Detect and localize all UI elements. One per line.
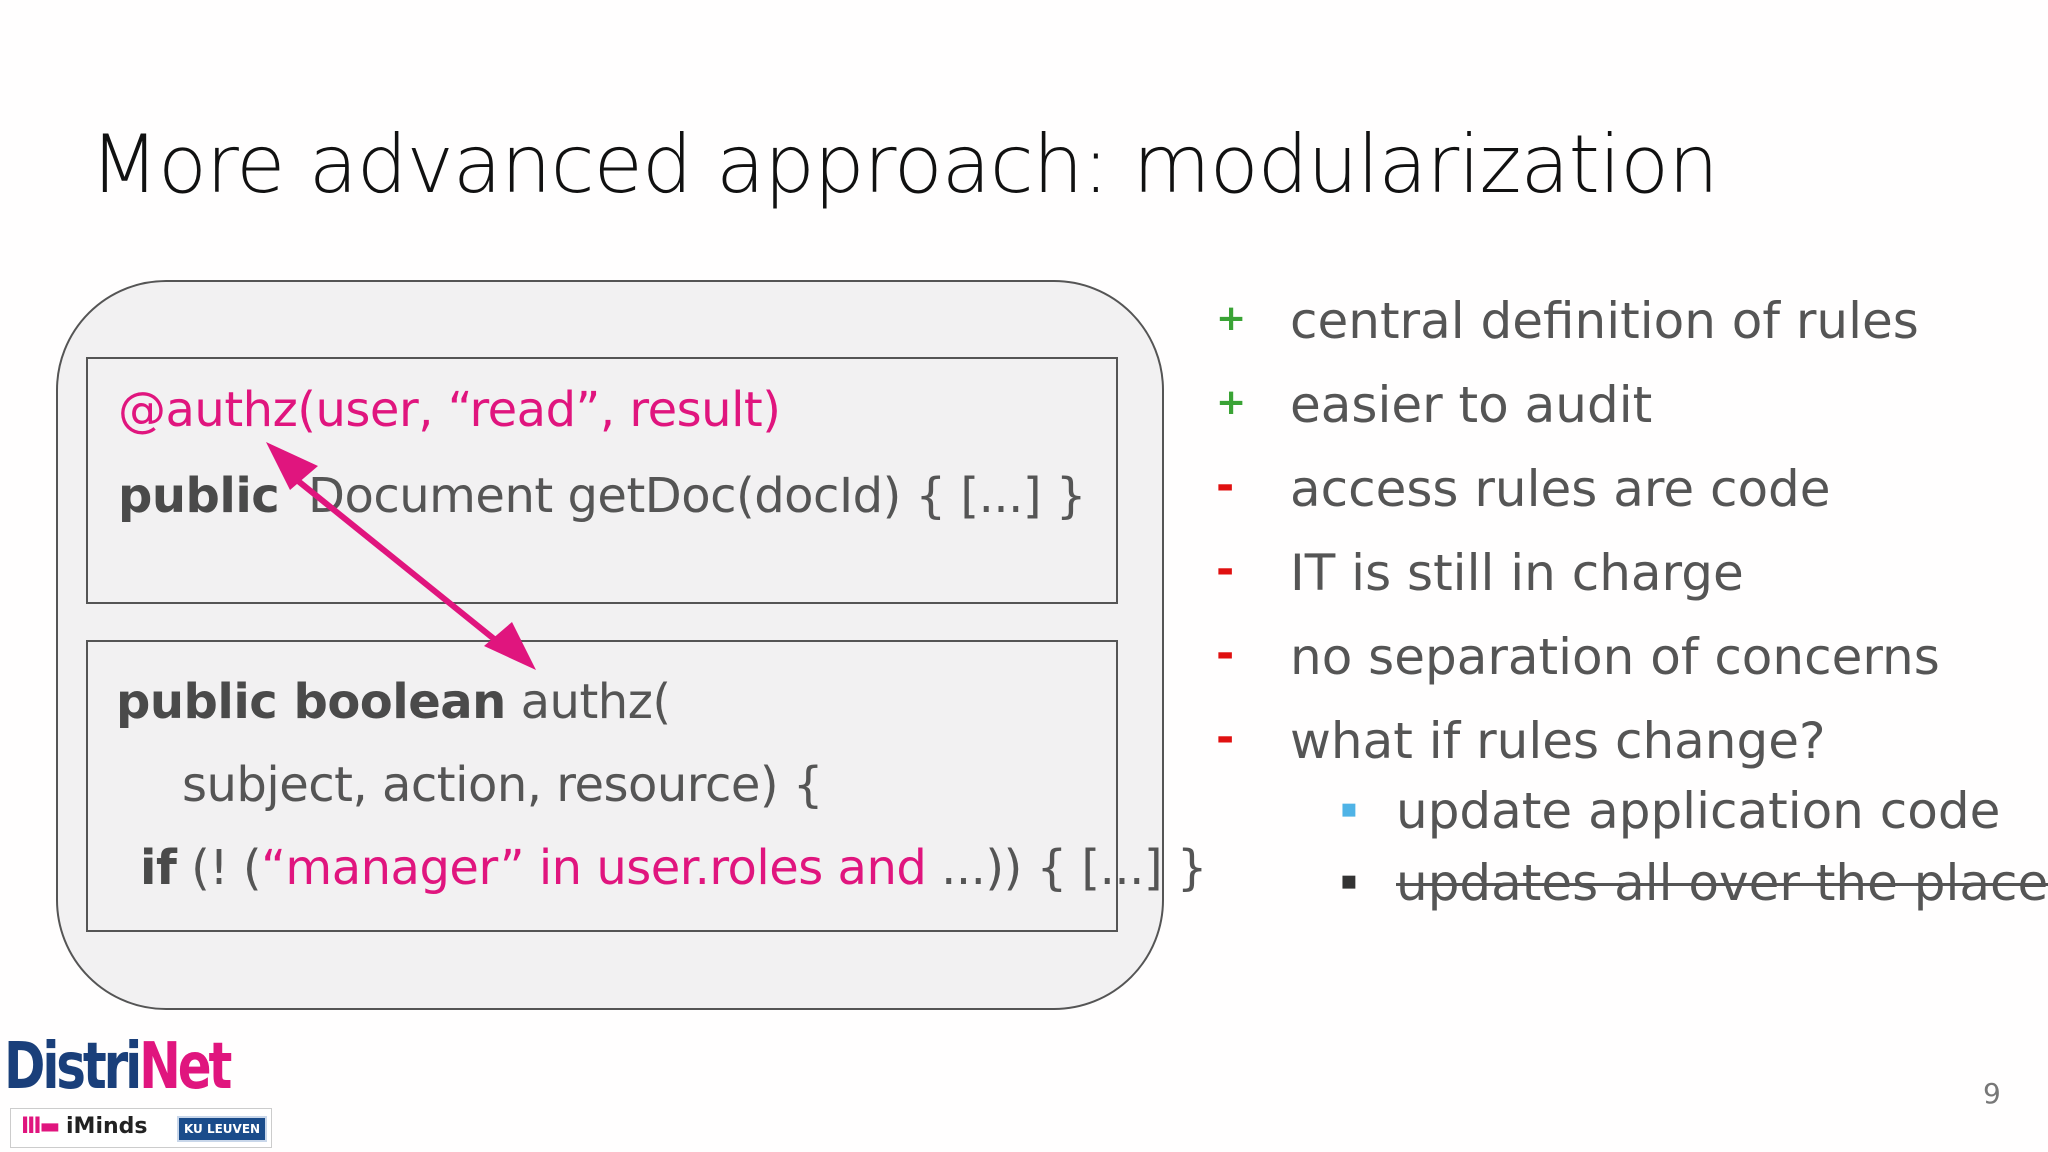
bullet-text: no separation of concerns [1290, 628, 1940, 686]
ku-leuven-logo: KU LEUVEN [177, 1116, 267, 1142]
arrow-head-bottom [484, 622, 536, 670]
condition-open: (! ( [191, 840, 262, 896]
slide-title: More advanced approach: modularization [90, 118, 1719, 211]
minus-icon: - [1216, 460, 1235, 511]
method-signature-line: public Document getDoc(docId) { [...] } [118, 468, 1086, 524]
iminds-mark-icon: III▬ [21, 1114, 60, 1139]
sub-bullet-text-struck: updates all over the place [1396, 854, 2048, 912]
arrow-shaft [280, 465, 506, 650]
if-keyword: if [140, 840, 177, 896]
bullet-text: access rules are code [1290, 460, 1831, 518]
logo-wordmark: DistriNet [4, 1030, 232, 1104]
bullet-text: what if rules change? [1290, 712, 1826, 770]
authz-condition-line: if (! (“manager” in user.roles and ...))… [140, 840, 1207, 896]
logo-distri-text: Distri [4, 1030, 142, 1104]
plus-icon: + [1216, 298, 1247, 339]
code-box-authz-function [86, 640, 1118, 932]
condition-close: ...)) { [...] } [941, 840, 1207, 896]
bullet-text: central definition of rules [1290, 292, 1919, 350]
minus-icon: - [1216, 712, 1235, 763]
distrinet-logo: DistriNet III▬ iMinds KU LEUVEN [4, 1030, 274, 1148]
iminds-logo: III▬ iMinds [21, 1114, 148, 1139]
sub-bullet-text: update application code [1396, 782, 2001, 840]
plus-icon: + [1216, 382, 1247, 423]
square-bullet-icon: ▪ [1340, 794, 1358, 824]
authz-function-name: authz( [520, 674, 672, 730]
iminds-text: iMinds [66, 1114, 148, 1139]
minus-icon: - [1216, 628, 1235, 679]
authz-declaration-line: public boolean authz( [116, 674, 671, 730]
partner-logos-strip: III▬ iMinds KU LEUVEN [10, 1108, 272, 1148]
public-keyword: public [118, 468, 280, 524]
arrow-head-top [266, 442, 318, 490]
square-bullet-icon: ▪ [1340, 866, 1358, 896]
code-box-annotated-method [86, 357, 1118, 604]
bullet-text: easier to audit [1290, 376, 1653, 434]
condition-highlight: “manager” in user.roles and [261, 840, 927, 896]
public-boolean-keyword: public boolean [116, 674, 506, 730]
annotation-line: @authz(user, “read”, result) [118, 382, 781, 438]
authz-params-line: subject, action, resource) { [182, 757, 823, 813]
bullet-text: IT is still in charge [1290, 544, 1744, 602]
minus-icon: - [1216, 544, 1235, 595]
page-number: 9 [1983, 1077, 2001, 1110]
method-signature: Document getDoc(docId) { [...] } [308, 468, 1086, 524]
logo-net-text: Net [139, 1030, 232, 1104]
